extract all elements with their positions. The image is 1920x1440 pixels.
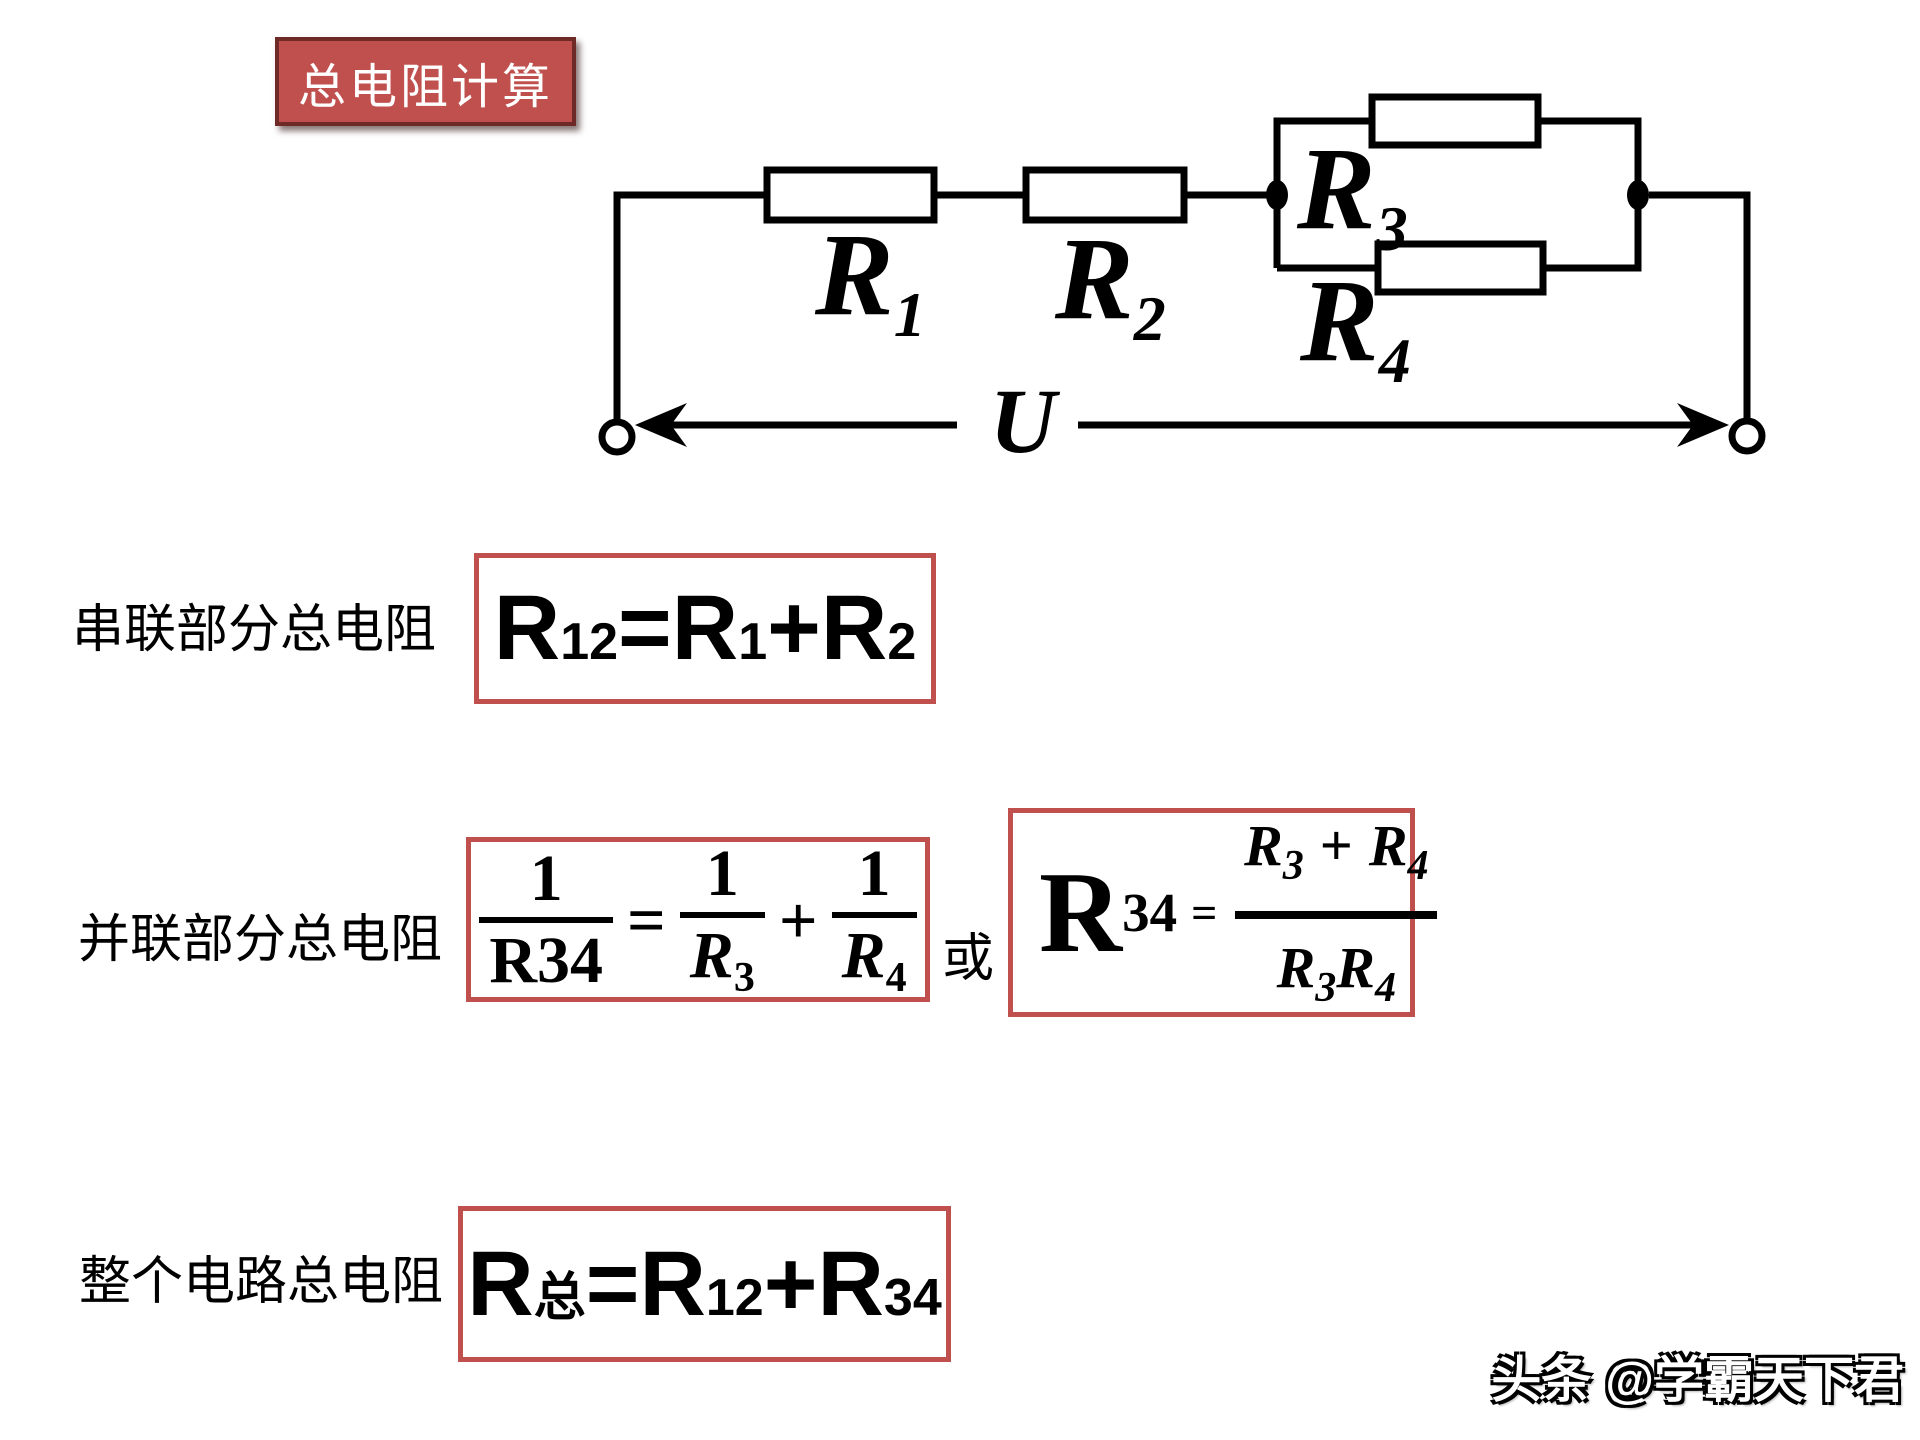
resistor-r3-body	[1368, 93, 1542, 149]
wire-right-lead	[1649, 191, 1751, 420]
voltage-label: U	[990, 370, 1061, 472]
series-formula: R12=R1+R2	[494, 576, 917, 681]
wire-left-lead	[613, 191, 767, 421]
parallel-product-box: R 34 = R3+R4 R3R4	[1008, 808, 1438, 1017]
total-r-main: R	[467, 1232, 534, 1335]
parallel-reciprocal-formula: 1 R34 = 1 R3 + 1 R4	[479, 836, 917, 1001]
resistor-r1-body	[763, 166, 938, 224]
series-r12-main: R	[493, 577, 561, 679]
or-label: 或	[942, 931, 995, 988]
frac3-numerator: 1	[857, 836, 891, 910]
fraction-bar	[679, 911, 765, 918]
fraction-bar	[1235, 910, 1438, 919]
total-r12-sub: 12	[705, 1268, 764, 1327]
product-fraction: R3+R4 R3R4	[1235, 812, 1438, 1011]
series-r1-sub: 1	[738, 613, 768, 671]
resistor-label-r1: R1	[814, 209, 926, 350]
arrowhead-right-icon	[1677, 403, 1729, 447]
terminal-right	[1728, 417, 1766, 455]
series-r2-sub: 2	[887, 613, 917, 671]
frac1-denominator: R34	[489, 923, 604, 997]
parallel-reciprocal-box: 1 R34 = 1 R3 + 1 R4	[466, 837, 930, 1002]
junction-dot-left	[1266, 180, 1288, 210]
junction-dot-right	[1627, 180, 1649, 210]
series-section-label: 串联部分总电阻	[72, 602, 437, 659]
resistor-label-r2: R2	[1054, 213, 1166, 354]
frac2-denominator: R3	[689, 918, 755, 1001]
series-r2-main: R	[820, 577, 888, 679]
page-title: 总电阻计算	[297, 60, 553, 114]
frac3-denominator: R4	[841, 918, 907, 1001]
product-equals: =	[1191, 886, 1218, 938]
fraction-1-over-r3: 1 R3	[679, 836, 765, 1001]
fraction-1-over-r4: 1 R4	[831, 836, 917, 1001]
product-denominator: R3R4	[1276, 934, 1396, 1011]
series-r12-sub: 12	[560, 613, 619, 671]
product-r34-main: R	[1039, 849, 1123, 976]
frac1-numerator: 1	[529, 841, 563, 915]
total-equals: =	[585, 1232, 640, 1335]
resistor-label-r4: R4	[1299, 255, 1411, 396]
product-r34-sub: 34	[1122, 882, 1178, 943]
wire-loop-right	[1538, 117, 1642, 272]
product-numerator: R3+R4	[1244, 812, 1429, 889]
reciprocal-equals: =	[627, 881, 666, 958]
fraction-bar	[479, 916, 614, 923]
fraction-bar	[831, 911, 917, 918]
reciprocal-plus: +	[778, 881, 818, 958]
frac2-numerator: 1	[705, 836, 739, 910]
total-r34-main: R	[817, 1232, 884, 1335]
arrowhead-left-icon	[635, 403, 687, 447]
resistor-label-r3: R3	[1296, 123, 1408, 264]
terminal-left	[598, 418, 636, 456]
series-r1-main: R	[671, 577, 739, 679]
total-r12-main: R	[639, 1232, 706, 1335]
wire-loop-left-top	[1273, 117, 1372, 268]
circuit-diagram: R1 R2 R3 R4 U	[598, 93, 1766, 472]
title-box: 总电阻计算	[275, 37, 576, 126]
series-plus: +	[767, 577, 821, 679]
total-section-label: 整个电路总电阻	[79, 1254, 444, 1311]
parallel-section-label: 并联部分总电阻	[78, 912, 443, 969]
resistor-r4-body	[1374, 240, 1547, 296]
fraction-1-over-r34: 1 R34	[479, 841, 614, 997]
total-r34-sub: 34	[883, 1268, 942, 1327]
total-formula: R总=R12+R34	[467, 1232, 942, 1337]
watermark: 头条 @学霸天下君	[1491, 1352, 1904, 1408]
total-r-sub: 总	[533, 1269, 586, 1327]
total-formula-box: R总=R12+R34	[458, 1206, 951, 1362]
total-plus: +	[763, 1232, 818, 1335]
series-equals: =	[618, 577, 672, 679]
series-formula-box: R12=R1+R2	[474, 553, 936, 704]
